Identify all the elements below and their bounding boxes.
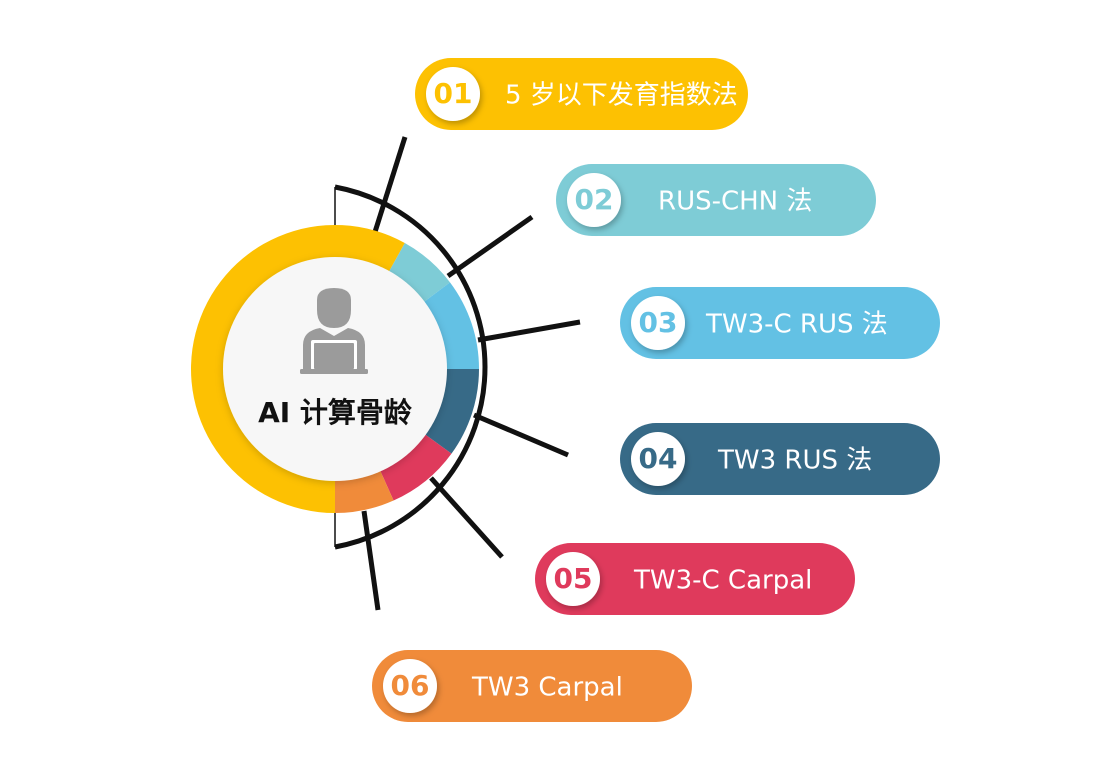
spoke-line [361, 510, 381, 611]
method-label: TW3-C Carpal [633, 566, 812, 596]
number-badge-text: 05 [554, 562, 593, 595]
ring-segment-orange [335, 469, 394, 513]
method-pill [372, 650, 692, 722]
spoke-line [477, 319, 581, 343]
outer-frame [334, 136, 581, 611]
number-badge [567, 173, 621, 227]
spoke-line [473, 412, 569, 458]
method-pill [620, 287, 940, 359]
ring-segment-yellow [190, 225, 405, 513]
method-item: 03 TW3-C RUS 法 [620, 287, 940, 359]
spoke-line [372, 136, 408, 233]
ring-segment-navy [423, 369, 479, 454]
color-ring [190, 225, 479, 513]
method-pill [620, 423, 940, 495]
outer-arc [334, 184, 488, 550]
method-item: 02 RUS-CHN 法 [556, 164, 876, 236]
method-label: TW3-C RUS 法 [705, 310, 888, 340]
method-label: RUS-CHN 法 [658, 187, 812, 217]
number-badge-text: 03 [639, 306, 678, 339]
method-item: 06 TW3 Carpal [372, 650, 692, 722]
center-title: AI 计算骨龄 [258, 396, 413, 429]
spoke-line [429, 476, 504, 559]
number-badge-text: 04 [639, 442, 678, 475]
method-pill [415, 58, 748, 130]
method-item: 01 5 岁以下发育指数法 [415, 58, 748, 130]
person-laptop-icon [300, 288, 368, 374]
method-item: 05 TW3-C Carpal [535, 543, 855, 615]
ring-segment-sky [422, 282, 479, 369]
method-pill [535, 543, 855, 615]
spoke-line [446, 214, 534, 279]
method-pill [556, 164, 876, 236]
ring-segment-teal [388, 243, 451, 303]
number-badge [546, 552, 600, 606]
number-badge [631, 432, 685, 486]
spokes [361, 136, 581, 611]
number-badge [426, 67, 480, 121]
number-badge-text: 06 [391, 669, 430, 702]
number-badge [631, 296, 685, 350]
method-label: 5 岁以下发育指数法 [505, 81, 738, 111]
number-badge [383, 659, 437, 713]
number-badge-text: 02 [575, 183, 614, 216]
number-badge-text: 01 [434, 77, 473, 110]
ring-segment-red [379, 433, 452, 501]
method-item: 04 TW3 RUS 法 [620, 423, 940, 495]
method-label: TW3 Carpal [471, 673, 623, 703]
method-label: TW3 RUS 法 [717, 446, 872, 476]
